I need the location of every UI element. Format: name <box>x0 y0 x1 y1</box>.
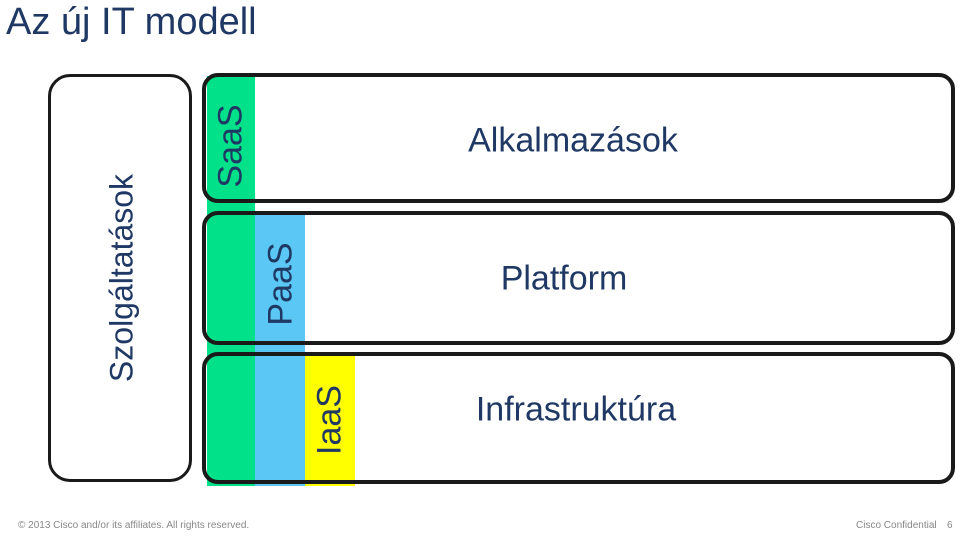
platform-box <box>202 211 955 345</box>
applications-label: Alkalmazások <box>468 121 678 160</box>
footer-confidential: Cisco Confidential <box>856 520 937 531</box>
platform-label: Platform <box>500 259 628 298</box>
footer-page-number: 6 <box>947 520 953 531</box>
paas-bar <box>255 214 305 486</box>
footer-copyright: © 2013 Cisco and/or its affiliates. All … <box>18 520 250 531</box>
saas-bar <box>207 76 255 486</box>
page-title: Az új IT modell <box>6 1 257 43</box>
paas-label: PaaS <box>261 242 300 326</box>
iaas-label: IaaS <box>310 385 349 455</box>
services-box <box>48 74 192 482</box>
services-label: Szolgáltatások <box>103 173 140 383</box>
infrastructure-box <box>202 352 955 484</box>
infrastructure-label: Infrastruktúra <box>475 390 677 429</box>
applications-box <box>202 73 955 203</box>
saas-label: SaaS <box>211 104 250 188</box>
iaas-bar <box>305 352 355 486</box>
